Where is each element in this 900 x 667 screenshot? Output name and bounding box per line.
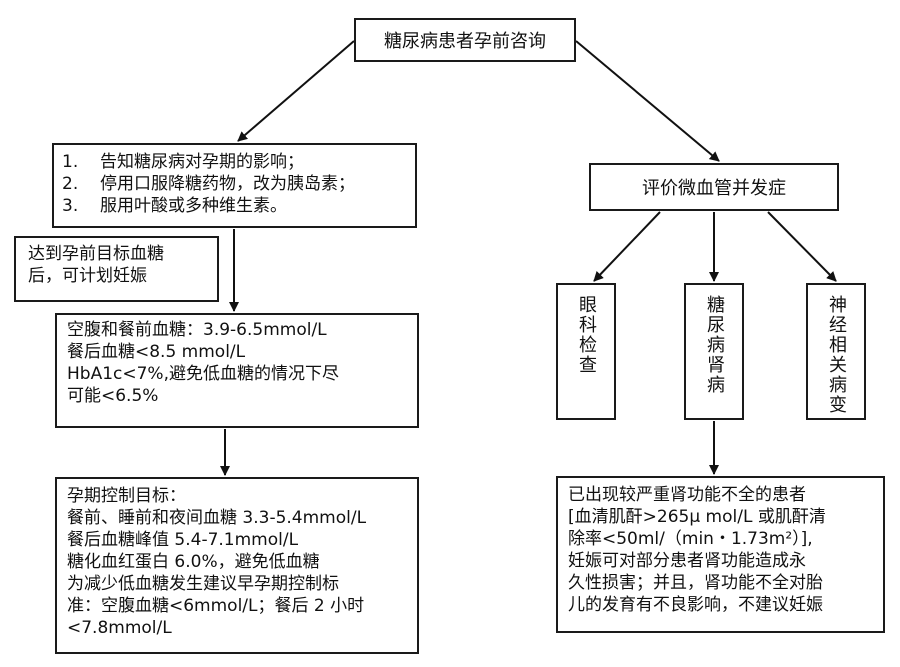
microvascular-box: 评价微血管并发症 xyxy=(589,163,839,211)
pregnancy-target-line: 孕期控制目标： xyxy=(67,486,186,506)
neuropathy-box: 神经相关病变 xyxy=(806,283,866,420)
neuropathy-text: 神经相关病变 xyxy=(826,295,847,415)
title-box: 糖尿病患者孕前咨询 xyxy=(354,18,576,62)
renal-note-line: 久性损害；并且，肾功能不全对胎 xyxy=(568,573,823,593)
eye-exam-box: 眼科检查 xyxy=(556,283,616,420)
renal-note-line: 除率<50ml/（min・1.73m²）], xyxy=(568,529,813,549)
renal-note-box: 已出现较严重肾功能不全的患者 [血清肌酐>265μ mol/L 或肌酐清 除率<… xyxy=(556,476,885,633)
nephropathy-box: 糖尿病肾病 xyxy=(684,283,744,420)
goal-note-line: 后，可计划妊娠 xyxy=(28,266,147,286)
pregnancy-targets-box: 孕期控制目标： 餐前、睡前和夜间血糖 3.3-5.4mmol/L 餐后血糖峰值 … xyxy=(55,477,419,654)
preparation-box: 1.告知糖尿病对孕期的影响； 2.停用口服降糖药物，改为胰岛素； 3.服用叶酸或… xyxy=(52,143,417,228)
preconception-targets-box: 空腹和餐前血糖：3.9-6.5mmol/L 餐后血糖<8.5 mmol/L Hb… xyxy=(55,313,419,428)
renal-note-line: 妊娠可对部分患者肾功能造成永 xyxy=(568,551,806,571)
list-item: 1.告知糖尿病对孕期的影响； xyxy=(62,152,304,172)
pregnancy-target-line: 餐前、睡前和夜间血糖 3.3-5.4mmol/L xyxy=(67,508,367,528)
pregnancy-target-line: 为减少低血糖发生建议早孕期控制标 xyxy=(67,574,339,594)
list-item: 2.停用口服降糖药物，改为胰岛素； xyxy=(62,174,355,194)
list-item: 3.服用叶酸或多种维生素。 xyxy=(62,196,287,216)
renal-note-line: 已出现较严重肾功能不全的患者 xyxy=(568,485,806,505)
target-line: 空腹和餐前血糖：3.9-6.5mmol/L xyxy=(67,320,327,340)
arrow-micro-to-neuropathy xyxy=(767,211,837,282)
nephropathy-text: 糖尿病肾病 xyxy=(704,295,725,395)
goal-note-box: 达到孕前目标血糖 后，可计划妊娠 xyxy=(14,236,219,302)
preparation-list: 1.告知糖尿病对孕期的影响； 2.停用口服降糖药物，改为胰岛素； 3.服用叶酸或… xyxy=(62,151,415,217)
target-line: 餐后血糖<8.5 mmol/L xyxy=(67,342,246,362)
title-text: 糖尿病患者孕前咨询 xyxy=(384,31,546,52)
renal-note-line: [血清肌酐>265μ mol/L 或肌酐清 xyxy=(568,507,826,527)
pregnancy-target-line: 准：空腹血糖<6mmol/L；餐后 2 小时 xyxy=(67,596,365,616)
microvascular-text: 评价微血管并发症 xyxy=(642,178,786,199)
pregnancy-target-line: 餐后血糖峰值 5.4-7.1mmol/L xyxy=(67,530,299,550)
pregnancy-target-line: <7.8mmol/L xyxy=(67,618,172,638)
eye-exam-text: 眼科检查 xyxy=(576,295,597,375)
target-line: 可能<6.5% xyxy=(67,386,159,406)
arrow-micro-to-eye xyxy=(593,211,661,282)
arrow-title-to-prep xyxy=(237,40,355,142)
goal-note-line: 达到孕前目标血糖 xyxy=(28,244,164,264)
pregnancy-target-line: 糖化血红蛋白 6.0%，避免低血糖 xyxy=(67,552,320,572)
arrow-title-to-microvascular xyxy=(575,40,720,162)
target-line: HbA1c<7%,避免低血糖的情况下尽 xyxy=(67,364,339,384)
renal-note-line: 儿的发育有不良影响，不建议妊娠 xyxy=(568,595,823,615)
